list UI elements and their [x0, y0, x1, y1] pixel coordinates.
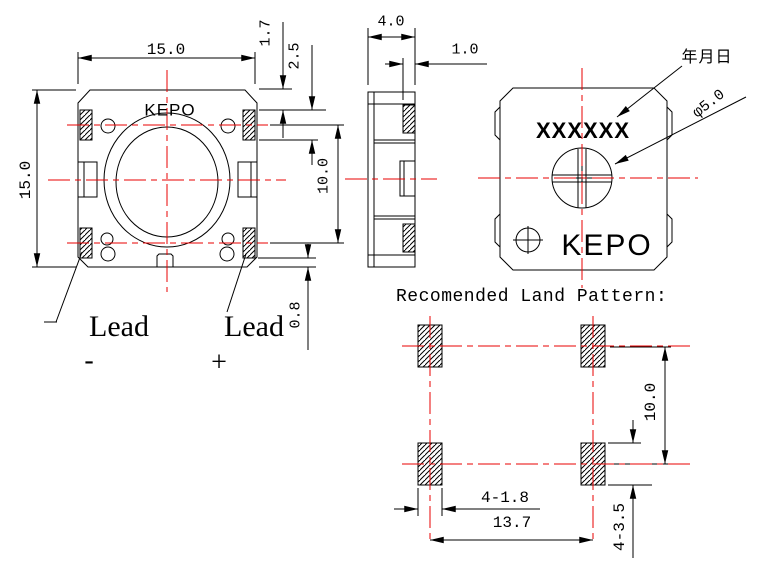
front-brand-label: KEPO: [144, 100, 196, 120]
front-height-dim: 15.0: [17, 160, 35, 200]
front-pad-length-dim: 2.5: [286, 42, 304, 70]
lead-negative-label: Lead: [89, 310, 149, 343]
back-brand-label: KEPO: [561, 229, 653, 262]
front-pad-offset-dim: 1.7: [257, 19, 275, 47]
land-pattern-title: Recomended Land Pattern:: [396, 287, 668, 307]
land-pad-width-dim: 4-1.8: [480, 489, 530, 507]
lead-negative-sign: -: [84, 345, 94, 376]
lead-positive-sign: +: [211, 347, 227, 378]
back-marking-text: XXXXXX: [535, 118, 631, 143]
land-horizontal-pitch-dim: 13.7: [492, 514, 532, 532]
date-code-label: 年月日: [681, 49, 733, 66]
land-pad-height-dim: 4-3.5: [611, 502, 629, 552]
land-vertical-pitch-dim: 10.0: [642, 382, 660, 422]
date-code-arrow: [616, 65, 683, 118]
side-thickness-dim: 4.0: [377, 13, 405, 31]
side-view-drawing: [367, 28, 487, 268]
hole-dim-arrow: [614, 96, 747, 165]
front-pad-bottom-dim: 0.8: [287, 301, 305, 329]
land-pattern-drawing: [394, 324, 671, 558]
front-width-dim: 15.0: [146, 41, 186, 59]
centerlines: [48, 68, 698, 543]
lead-leader-lines: [44, 251, 247, 323]
front-pad-pitch-dim: 10.0: [315, 157, 333, 195]
lead-positive-label: Lead: [224, 310, 284, 343]
registration-mark: [513, 226, 543, 254]
side-pad-width-dim: 1.0: [451, 41, 479, 59]
land-pads: [417, 324, 606, 486]
